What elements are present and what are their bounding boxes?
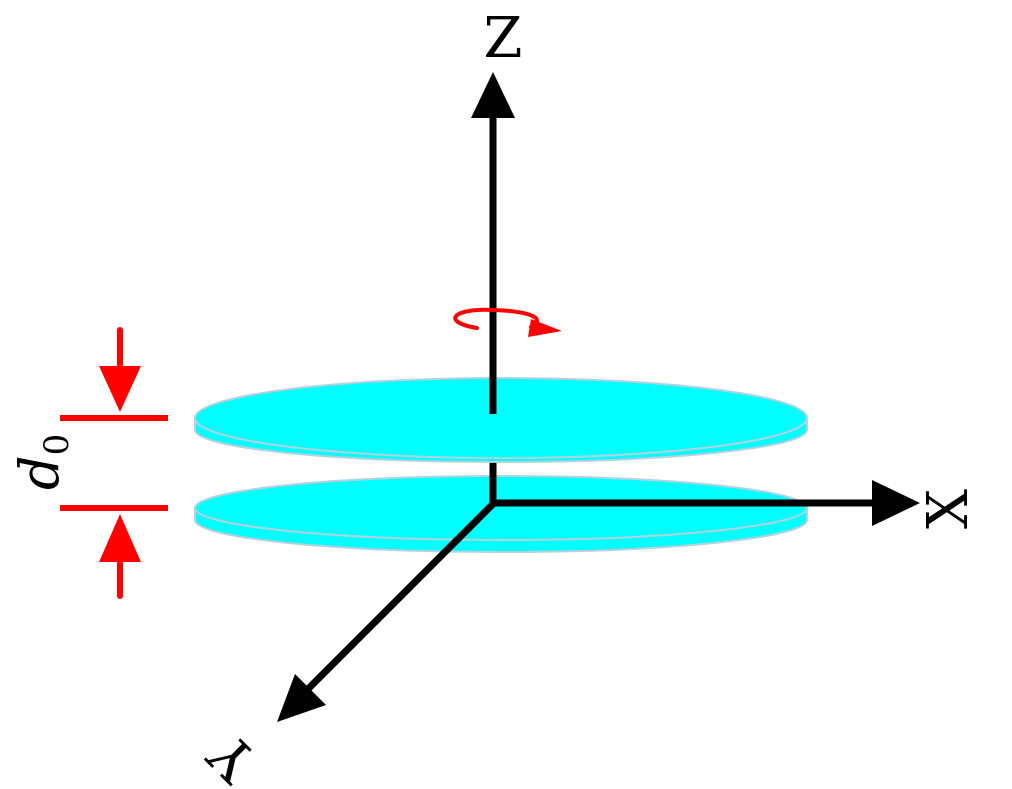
gap-subscript: 0: [37, 434, 77, 456]
gap-arrow-up-icon: [99, 514, 141, 562]
z-axis-label: Z: [484, 6, 523, 71]
bottom-plate: [194, 475, 808, 553]
gap-dimension-marker: [60, 327, 168, 599]
x-axis: [490, 480, 920, 526]
z-axis: [471, 72, 515, 414]
y-axis: [277, 500, 497, 722]
y-axis-arrowhead-icon: [277, 674, 326, 722]
z-axis-arrowhead-icon: [471, 72, 515, 118]
gap-arrow-down-icon: [99, 366, 141, 412]
top-plate: [194, 377, 808, 463]
x-axis-label: X: [916, 489, 981, 529]
x-axis-arrowhead-icon: [872, 480, 920, 526]
gap-symbol: d: [8, 455, 71, 490]
gap-label: d0: [8, 434, 77, 490]
y-axis-label: Y: [196, 720, 270, 789]
rotation-arrow-icon: [453, 307, 562, 337]
